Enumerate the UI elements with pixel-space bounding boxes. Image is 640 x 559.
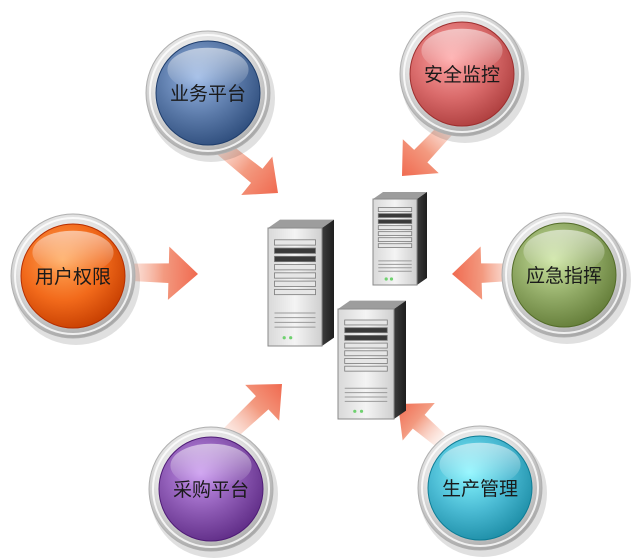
arrow-production-management	[397, 403, 446, 446]
arrows	[121, 114, 521, 446]
node-security-monitoring: 安全监控	[399, 11, 529, 143]
node-label-procurement-platform: 采购平台	[173, 479, 249, 501]
arrow-emergency-command	[452, 246, 521, 300]
node-user-permissions: 用户权限	[10, 213, 140, 345]
node-emergency-command: 应急指挥	[501, 212, 631, 344]
node-label-emergency-command: 应急指挥	[526, 265, 602, 287]
server-tower-left	[267, 219, 334, 347]
node-label-user-permissions: 用户权限	[35, 266, 111, 288]
arrow-user-permissions	[121, 246, 198, 300]
arrow-procurement-platform	[220, 384, 282, 443]
server-tower-right	[372, 192, 427, 286]
server-cluster-icon	[267, 192, 427, 420]
node-business-platform: 业务平台	[145, 30, 275, 162]
node-production-management: 生产管理	[417, 425, 547, 557]
node-label-production-management: 生产管理	[442, 478, 518, 500]
server-tower-front	[337, 300, 406, 420]
node-label-security-monitoring: 安全监控	[424, 64, 500, 86]
node-procurement-platform: 采购平台	[148, 426, 278, 558]
node-label-business-platform: 业务平台	[170, 83, 246, 105]
